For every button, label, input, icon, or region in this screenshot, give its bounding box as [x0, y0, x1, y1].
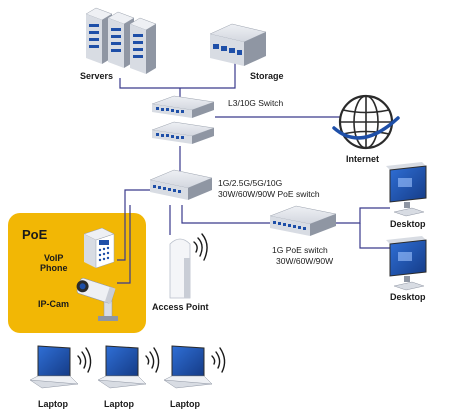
storage-icon[interactable]: [209, 23, 267, 66]
ipcam-label: IP-Cam: [38, 299, 69, 309]
laptop-1-label: Laptop: [38, 399, 68, 409]
ip-camera-icon[interactable]: [74, 277, 118, 321]
wifi-signal-icon: [193, 233, 208, 261]
gig-switch-icon[interactable]: [269, 205, 337, 236]
desktop-monitor-icon[interactable]: [386, 236, 427, 291]
servers-icon[interactable]: [85, 7, 157, 74]
globe-icon[interactable]: [332, 94, 400, 150]
wifi-signal-icon: [77, 347, 92, 373]
voip-phone-icon[interactable]: [83, 227, 115, 269]
gig-switch-label-2: 30W/60W/90W: [276, 256, 333, 266]
gig-switch-label-1: 1G PoE switch: [272, 245, 328, 255]
core-switch-label: L3/10G Switch: [228, 98, 284, 108]
wifi-signal-icon: [211, 347, 226, 373]
access-point-label: Access Point: [152, 302, 209, 312]
core-switch-icon[interactable]: [151, 95, 215, 144]
desktop-monitor-icon[interactable]: [386, 162, 427, 217]
laptop-icon[interactable]: [29, 345, 79, 389]
mgig-switch-label-2: 30W/60W/90W PoE switch: [218, 189, 320, 199]
laptop-icon[interactable]: [163, 345, 213, 389]
mgig-switch-label-1: 1G/2.5G/5G/10G: [218, 178, 282, 188]
wifi-signal-icon: [145, 347, 160, 373]
mgig-switch-icon[interactable]: [149, 169, 213, 200]
laptop-2-label: Laptop: [104, 399, 134, 409]
storage-label: Storage: [250, 71, 284, 81]
poe-zone-title: PoE: [22, 227, 48, 242]
connection-lines: [117, 60, 392, 284]
voip-label-1: VoIP: [44, 253, 63, 263]
laptop-icon[interactable]: [97, 345, 147, 389]
servers-label: Servers: [80, 71, 113, 81]
desktop-top-label: Desktop: [390, 219, 426, 229]
voip-label-2: Phone: [40, 263, 68, 273]
access-point-icon[interactable]: [169, 238, 191, 299]
internet-label: Internet: [346, 154, 379, 164]
laptop-3-label: Laptop: [170, 399, 200, 409]
desktop-bottom-label: Desktop: [390, 292, 426, 302]
